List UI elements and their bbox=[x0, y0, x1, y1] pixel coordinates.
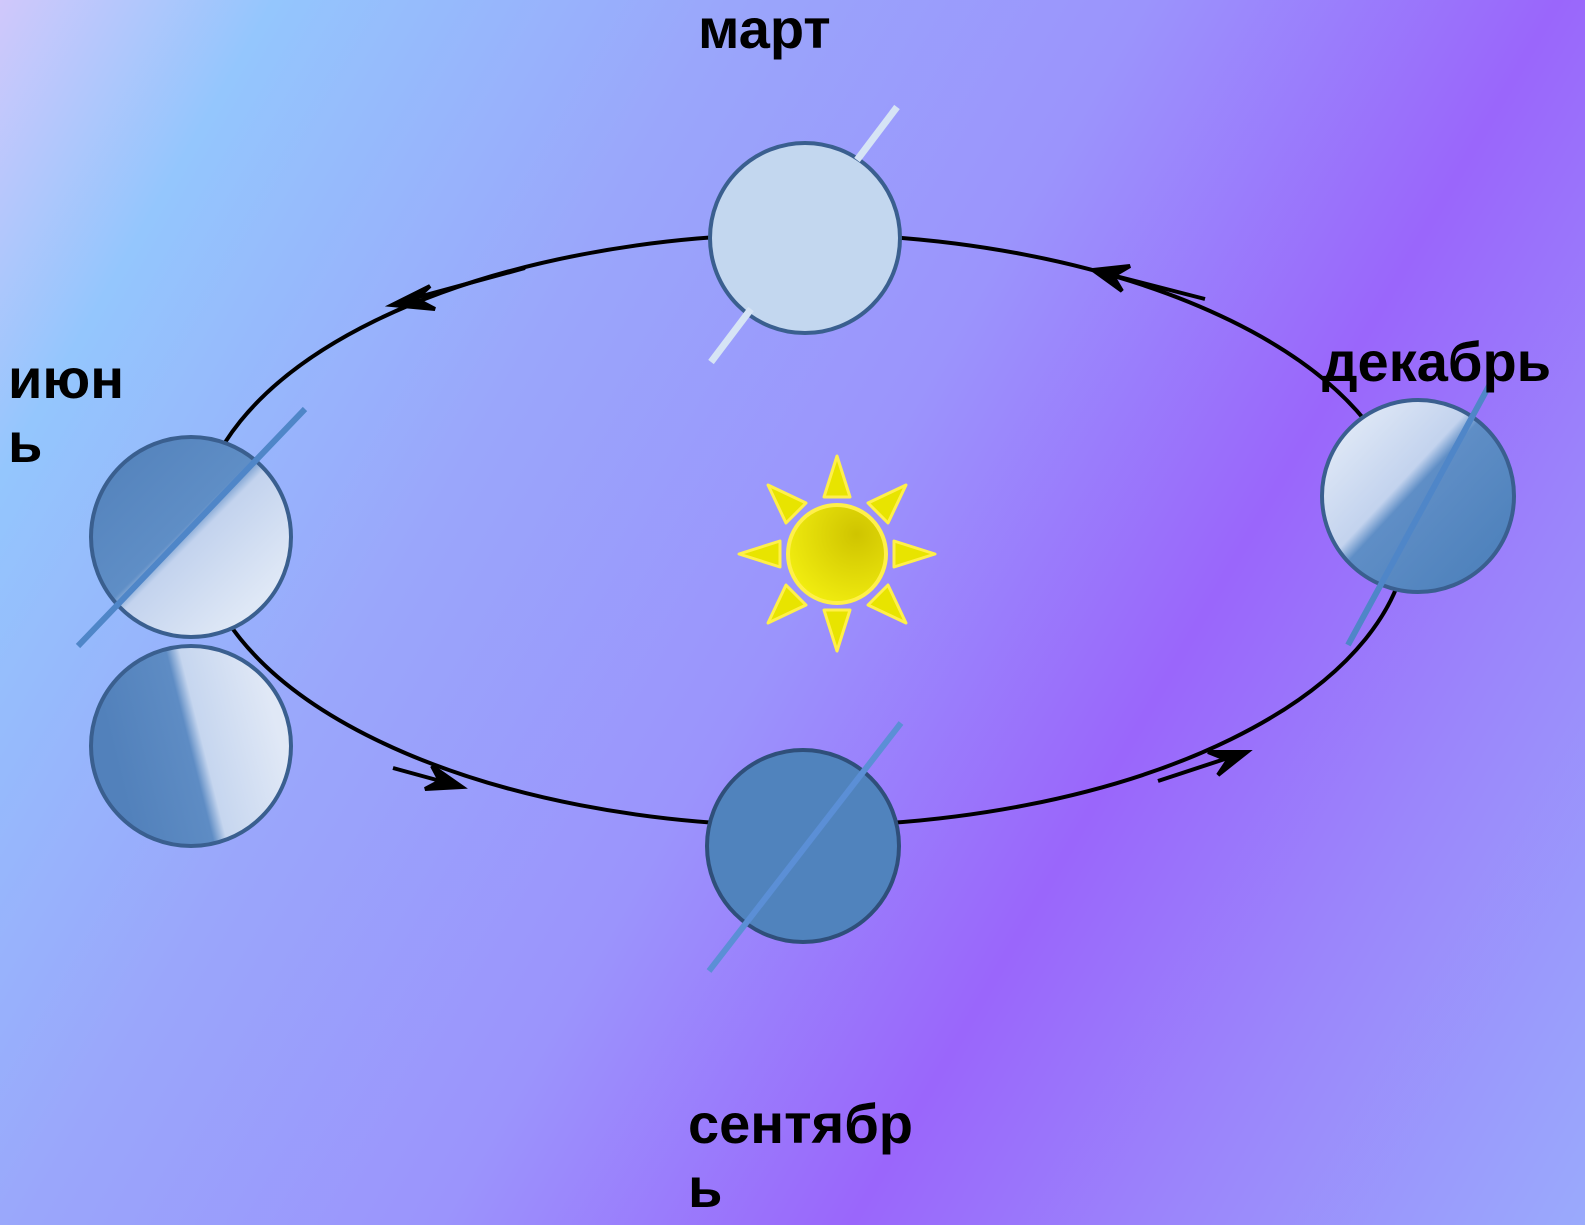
earth-march bbox=[708, 104, 902, 365]
label-september-line2: ь bbox=[688, 1156, 723, 1219]
sun-icon bbox=[737, 454, 937, 653]
label-december: декабрь bbox=[1322, 330, 1552, 393]
label-march: март bbox=[698, 0, 831, 60]
label-june-line2: ь bbox=[8, 411, 43, 474]
orbit-arrow-bottom-right bbox=[1157, 750, 1253, 783]
earth-axis-december bbox=[1345, 382, 1493, 647]
label-june: июн ь bbox=[8, 347, 124, 475]
earth-december bbox=[1320, 382, 1516, 647]
label-june-line1: июн bbox=[8, 347, 125, 410]
earth-axis-march bbox=[854, 104, 900, 163]
earth-axis-september bbox=[706, 721, 904, 973]
earth-september bbox=[705, 721, 904, 973]
label-september: сентябр ь bbox=[688, 1092, 913, 1220]
label-september-line1: сентябр bbox=[688, 1092, 914, 1155]
sun-disc bbox=[786, 503, 888, 605]
orbit-arrow-top-left bbox=[384, 266, 526, 311]
earth-axis-june bbox=[75, 406, 308, 649]
earth-june-second bbox=[89, 644, 293, 848]
orbit-arrow-bottom-left bbox=[392, 764, 468, 791]
sun-rays bbox=[737, 454, 937, 653]
earth-june bbox=[75, 406, 308, 649]
orbit-arrow-top-right bbox=[1087, 264, 1206, 301]
